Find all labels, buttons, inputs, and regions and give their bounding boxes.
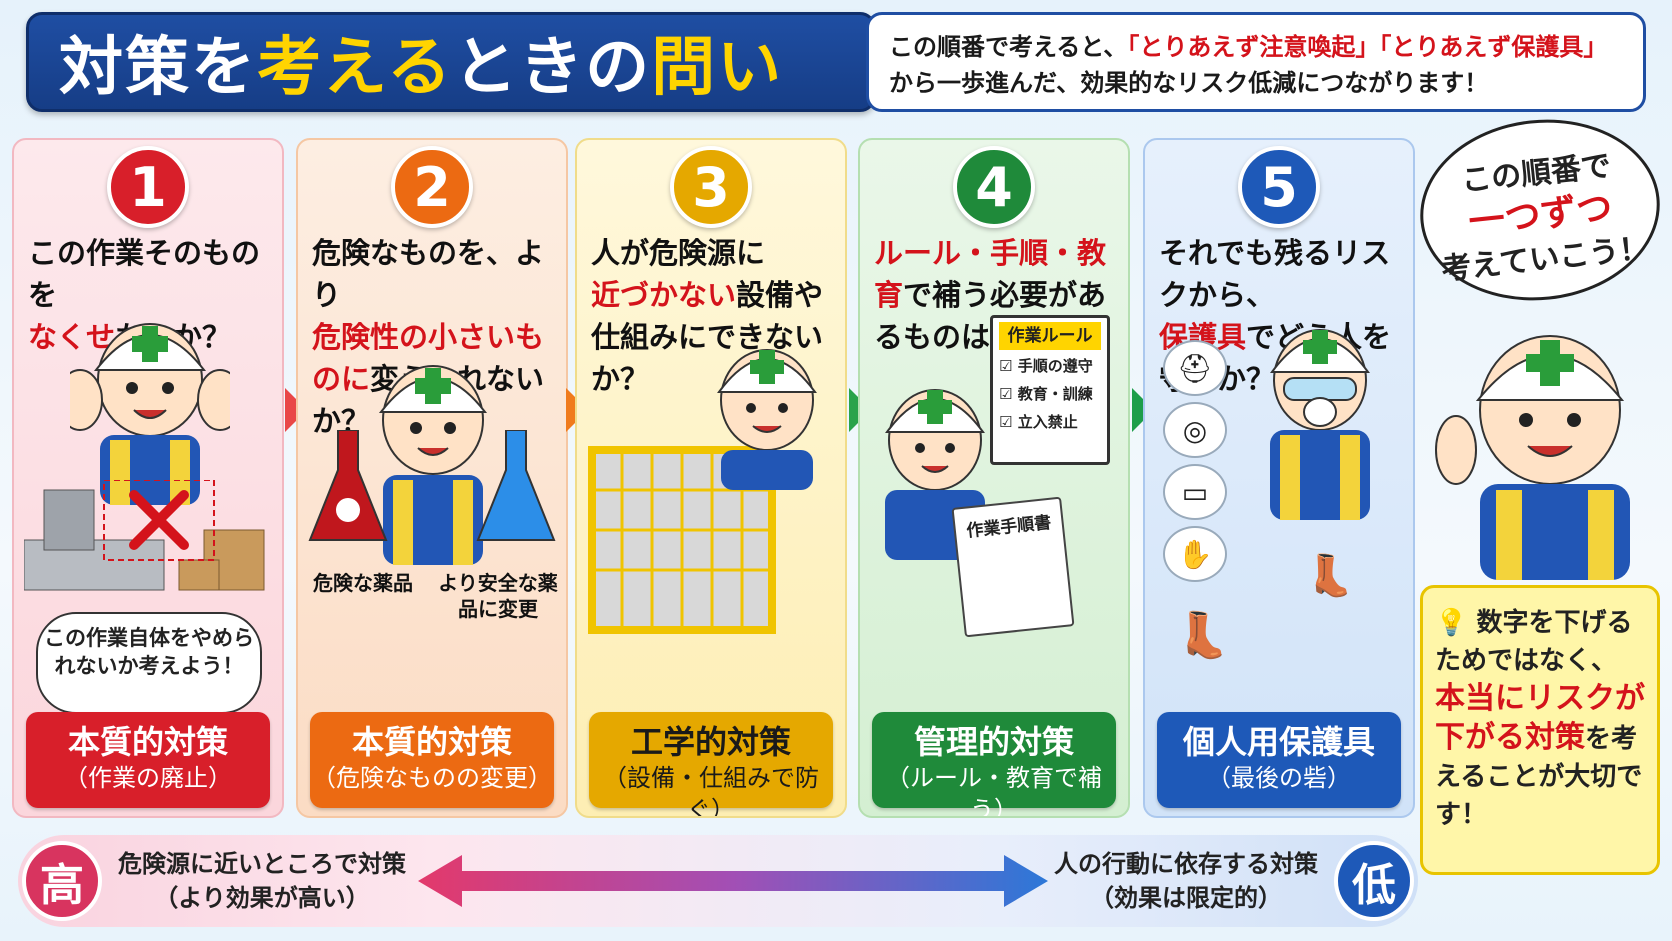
flask-label-left: 危険な薬品 — [313, 571, 413, 595]
category-badge: 工学的対策（設備・仕組みで防ぐ） — [589, 712, 833, 816]
step-card-5: 5 それでも残るリスクから、保護具でどう人を守るか？ ⛑ ◎ ▭ ✋ 👢 👢 個… — [1143, 138, 1415, 818]
goggles-icon: ◎ — [1163, 402, 1227, 458]
rule-board: 作業ルール ☑ 手順の遵守 ☑ 教育・訓練 ☑ 立入禁止 — [990, 315, 1110, 465]
worker-illustration — [717, 349, 817, 490]
machine-illustration — [24, 480, 265, 591]
worker-illustration — [378, 365, 488, 565]
step-number: 1 — [107, 146, 189, 228]
gloves-icon: ✋ — [1163, 526, 1227, 582]
scale-right-text: 人の行動に依存する対策（効果は限定的） — [1054, 850, 1318, 912]
worker-illustration — [1270, 329, 1370, 520]
scale-left-text: 危険源に近いところで対策（より効果が高い） — [118, 850, 406, 912]
step-card-4: 4 ルール・手順・教育で補う必要があるものは何か？ 作業ルール ☑ 手順の遵守 … — [858, 138, 1130, 818]
note-bubble: この作業自体をやめられないか考えよう！ — [36, 612, 262, 714]
step-number: 2 — [391, 146, 473, 228]
step-card-3: 3 人が危険源に近づかない設備や仕組みにできないか？ 工学的対策（設備・仕組みで… — [575, 138, 847, 818]
category-badge: 本質的対策（作業の廃止） — [26, 712, 270, 808]
step-card-1: 1 この作業そのものをなくせないか？ この作業自体をやめられないか考えよう！ 本… — [12, 138, 284, 818]
category-badge: 個人用保護具（最後の砦） — [1157, 712, 1401, 808]
high-badge: 高 — [22, 841, 102, 921]
page-title: 対策を考えるときの問い — [59, 31, 784, 105]
step-question: 人が危険源に近づかない設備や仕組みにできないか？ — [591, 236, 824, 396]
low-badge: 低 — [1334, 841, 1414, 921]
checkbox-icon: ☑ — [999, 413, 1013, 431]
step-number: 4 — [953, 146, 1035, 228]
double-arrow-icon — [418, 855, 1048, 907]
effectiveness-scale: 高 危険源に近いところで対策（より効果が高い） 人の行動に依存する対策（効果は限… — [18, 835, 1418, 927]
speech-bubble: この順番で一つずつ考えていこう！ — [1411, 107, 1669, 313]
safe-flask-icon — [476, 430, 556, 541]
worker-illustration — [70, 323, 230, 505]
checkbox-icon: ☑ — [999, 385, 1013, 403]
flask-label-right: より安全な薬品に変更 — [438, 571, 558, 621]
title-banner: 対策を考えるときの問い — [26, 12, 876, 112]
tip-box: 💡 数字を下げるためではなく、本当にリスクが下がる対策を考えることが大切です！ — [1420, 585, 1660, 875]
lightbulb-icon: 💡 — [1435, 608, 1468, 638]
step-number: 5 — [1238, 146, 1320, 228]
boots-icon: 👢 — [1175, 610, 1231, 661]
step-number: 3 — [670, 146, 752, 228]
danger-flask-icon — [308, 430, 388, 541]
step-card-2: 2 危険なものを、より危険性の小さいものに変えられないか？ 危険な薬品 より安全… — [296, 138, 568, 818]
worker-pointing-illustration — [1435, 335, 1630, 580]
clipboard: 作業手順書 — [951, 496, 1075, 638]
mask-icon: ▭ — [1163, 464, 1227, 520]
shoes-icon: 👢 — [1305, 552, 1355, 599]
helmet-icon: ⛑ — [1163, 340, 1227, 396]
category-badge: 本質的対策（危険なものの変更） — [310, 712, 554, 808]
lead-text: この順番で考えると、「とりあえず注意喚起」「とりあえず保護具」から一歩進んだ、効… — [866, 12, 1646, 112]
checkbox-icon: ☑ — [999, 357, 1013, 375]
category-badge: 管理的対策（ルール・教育で補う） — [872, 712, 1116, 816]
